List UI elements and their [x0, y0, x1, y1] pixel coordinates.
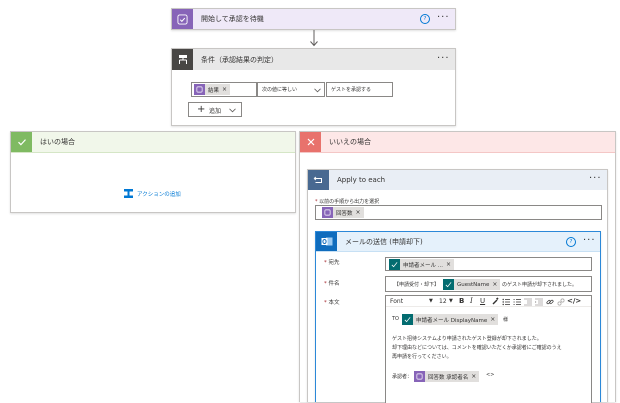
send-mail-title: メールの送信 (申請却下) [345, 237, 423, 246]
subject-label: * 件名 [324, 281, 340, 287]
more-options-icon[interactable]: ··· [589, 173, 602, 184]
link-icon[interactable] [546, 298, 554, 306]
approval-token-icon [414, 371, 425, 382]
subject-token-label: GuestName [457, 281, 490, 288]
no-branch-title: いいえの場合 [329, 138, 371, 146]
body-editor[interactable]: Font ▼ 12 ▼ B I U </> TO 申請者メール DisplayN… [385, 295, 592, 403]
body-approver-token[interactable]: 回答数 承認者名 × [414, 371, 480, 382]
teams-token-icon [402, 314, 413, 325]
font-size-select[interactable]: 12 [439, 298, 447, 305]
add-action-icon [124, 189, 133, 198]
teams-token-icon [389, 259, 400, 270]
body-line-3: 再申請を行ってください。 [392, 354, 452, 360]
chevron-down-icon [229, 108, 236, 113]
add-condition-button[interactable]: + 追加 [188, 102, 242, 117]
approval-icon [172, 9, 193, 29]
condition-title: 条件（承認結果の判定） [201, 55, 278, 64]
condition-left-token[interactable]: 結果 × [194, 84, 231, 95]
editor-toolbar: Font ▼ 12 ▼ B I U </> [386, 296, 591, 307]
body-line-1: ゲスト招待システムより申請されたゲスト登録が却下されました。 [392, 336, 542, 342]
subject-field[interactable]: 【申請受付・却下】 GuestName × のゲスト申請が却下されました。 [385, 276, 592, 292]
condition-left-field[interactable]: 結果 × [191, 82, 257, 97]
loop-icon [308, 170, 329, 190]
italic-icon[interactable]: I [470, 297, 473, 305]
condition-icon [172, 49, 193, 70]
condition-card[interactable]: 条件（承認結果の判定） ··· 結果 × 次の値に等しい ゲストを承認する + … [171, 48, 456, 126]
add-condition-label: 追加 [209, 108, 222, 115]
numbered-list-icon[interactable] [513, 298, 521, 306]
unlink-icon[interactable] [557, 298, 565, 306]
condition-value: ゲストを承認する [331, 87, 372, 93]
subject-suffix: のゲスト申請が却下されました。 [502, 282, 578, 288]
yes-branch-title: はいの場合 [40, 138, 75, 146]
remove-token-icon[interactable]: × [492, 281, 498, 288]
body-approver-label: 承認者： [392, 374, 413, 380]
remove-token-icon[interactable]: × [490, 316, 496, 323]
highlight-pen-icon[interactable] [491, 297, 499, 305]
to-token-label: 申請者メール ... [403, 262, 443, 269]
subject-prefix: 【申請受付・却下】 [394, 282, 440, 288]
add-action-label: アクションの追加 [137, 191, 181, 198]
apply-output-field[interactable]: 回答数 × [315, 205, 602, 220]
more-options-icon[interactable]: ··· [583, 235, 596, 246]
send-mail-card[interactable]: メールの送信 (申請却下) ? ··· * 宛先 申請者メール ... × * … [315, 231, 601, 403]
condition-value-field[interactable]: ゲストを承認する [326, 82, 393, 97]
remove-token-icon[interactable]: × [446, 261, 452, 268]
apply-output-token-label: 回答数 [336, 210, 353, 217]
close-icon [300, 132, 321, 152]
size-dropdown-icon[interactable]: ▼ [449, 298, 453, 304]
yes-branch: はいの場合 アクションの追加 [10, 131, 296, 213]
body-approver-token-label: 回答数 承認者名 [428, 374, 469, 381]
indent-icon[interactable] [535, 298, 543, 306]
code-view-icon[interactable]: </> [567, 297, 582, 305]
outdent-icon[interactable] [524, 298, 532, 306]
plus-icon: + [197, 104, 206, 115]
condition-left-token-label: 結果 [208, 87, 220, 94]
help-icon[interactable]: ? [566, 237, 576, 247]
underline-icon[interactable]: U [480, 297, 486, 305]
body-label: * 本文 [324, 300, 340, 306]
add-action-button[interactable]: アクションの追加 [123, 188, 181, 199]
connector-arrow-icon [310, 30, 318, 47]
apply-output-token[interactable]: 回答数 × [322, 207, 364, 218]
font-select[interactable]: Font [390, 298, 404, 305]
condition-operator-value: 次の値に等しい [262, 87, 298, 93]
to-label: * 宛先 [324, 260, 340, 266]
to-field[interactable]: 申請者メール ... × [385, 257, 592, 271]
more-options-icon[interactable]: ··· [437, 12, 450, 23]
condition-operator-select[interactable]: 次の値に等しい [257, 82, 325, 97]
body-code-tag: <> [486, 372, 495, 378]
remove-token-icon[interactable]: × [355, 209, 361, 216]
body-line-2: 却下理由などについては、コメントを確認いただくか承認者にご確認のうえ [392, 345, 562, 351]
to-token[interactable]: 申請者メール ... × [389, 259, 455, 270]
help-icon[interactable]: ? [420, 14, 430, 24]
remove-token-icon[interactable]: × [471, 373, 477, 380]
apply-field-label: * 以前の手順から出力を選択 [315, 199, 380, 205]
bold-icon[interactable]: B [459, 297, 465, 305]
body-honorific: 様 [503, 317, 509, 323]
approval-token-icon [322, 207, 333, 218]
checkmark-icon [11, 132, 32, 152]
approval-token-icon [194, 84, 205, 95]
body-to-token[interactable]: 申請者メール DisplayName × [402, 314, 499, 325]
font-dropdown-icon[interactable]: ▼ [429, 298, 433, 304]
teams-token-icon [443, 279, 454, 290]
body-to-prefix: TO [392, 316, 399, 322]
outlook-icon [316, 232, 337, 251]
trigger-title: 開始して承認を待機 [201, 15, 264, 23]
apply-to-each-title: Apply to each [337, 176, 386, 184]
subject-token[interactable]: GuestName × [443, 279, 501, 290]
body-to-token-label: 申請者メール DisplayName [416, 317, 488, 324]
trigger-card[interactable]: 開始して承認を待機 ? ··· [171, 8, 456, 30]
bullet-list-icon[interactable] [502, 298, 510, 306]
chevron-down-icon [314, 88, 321, 93]
remove-token-icon[interactable]: × [222, 86, 228, 93]
more-options-icon[interactable]: ··· [437, 53, 450, 64]
